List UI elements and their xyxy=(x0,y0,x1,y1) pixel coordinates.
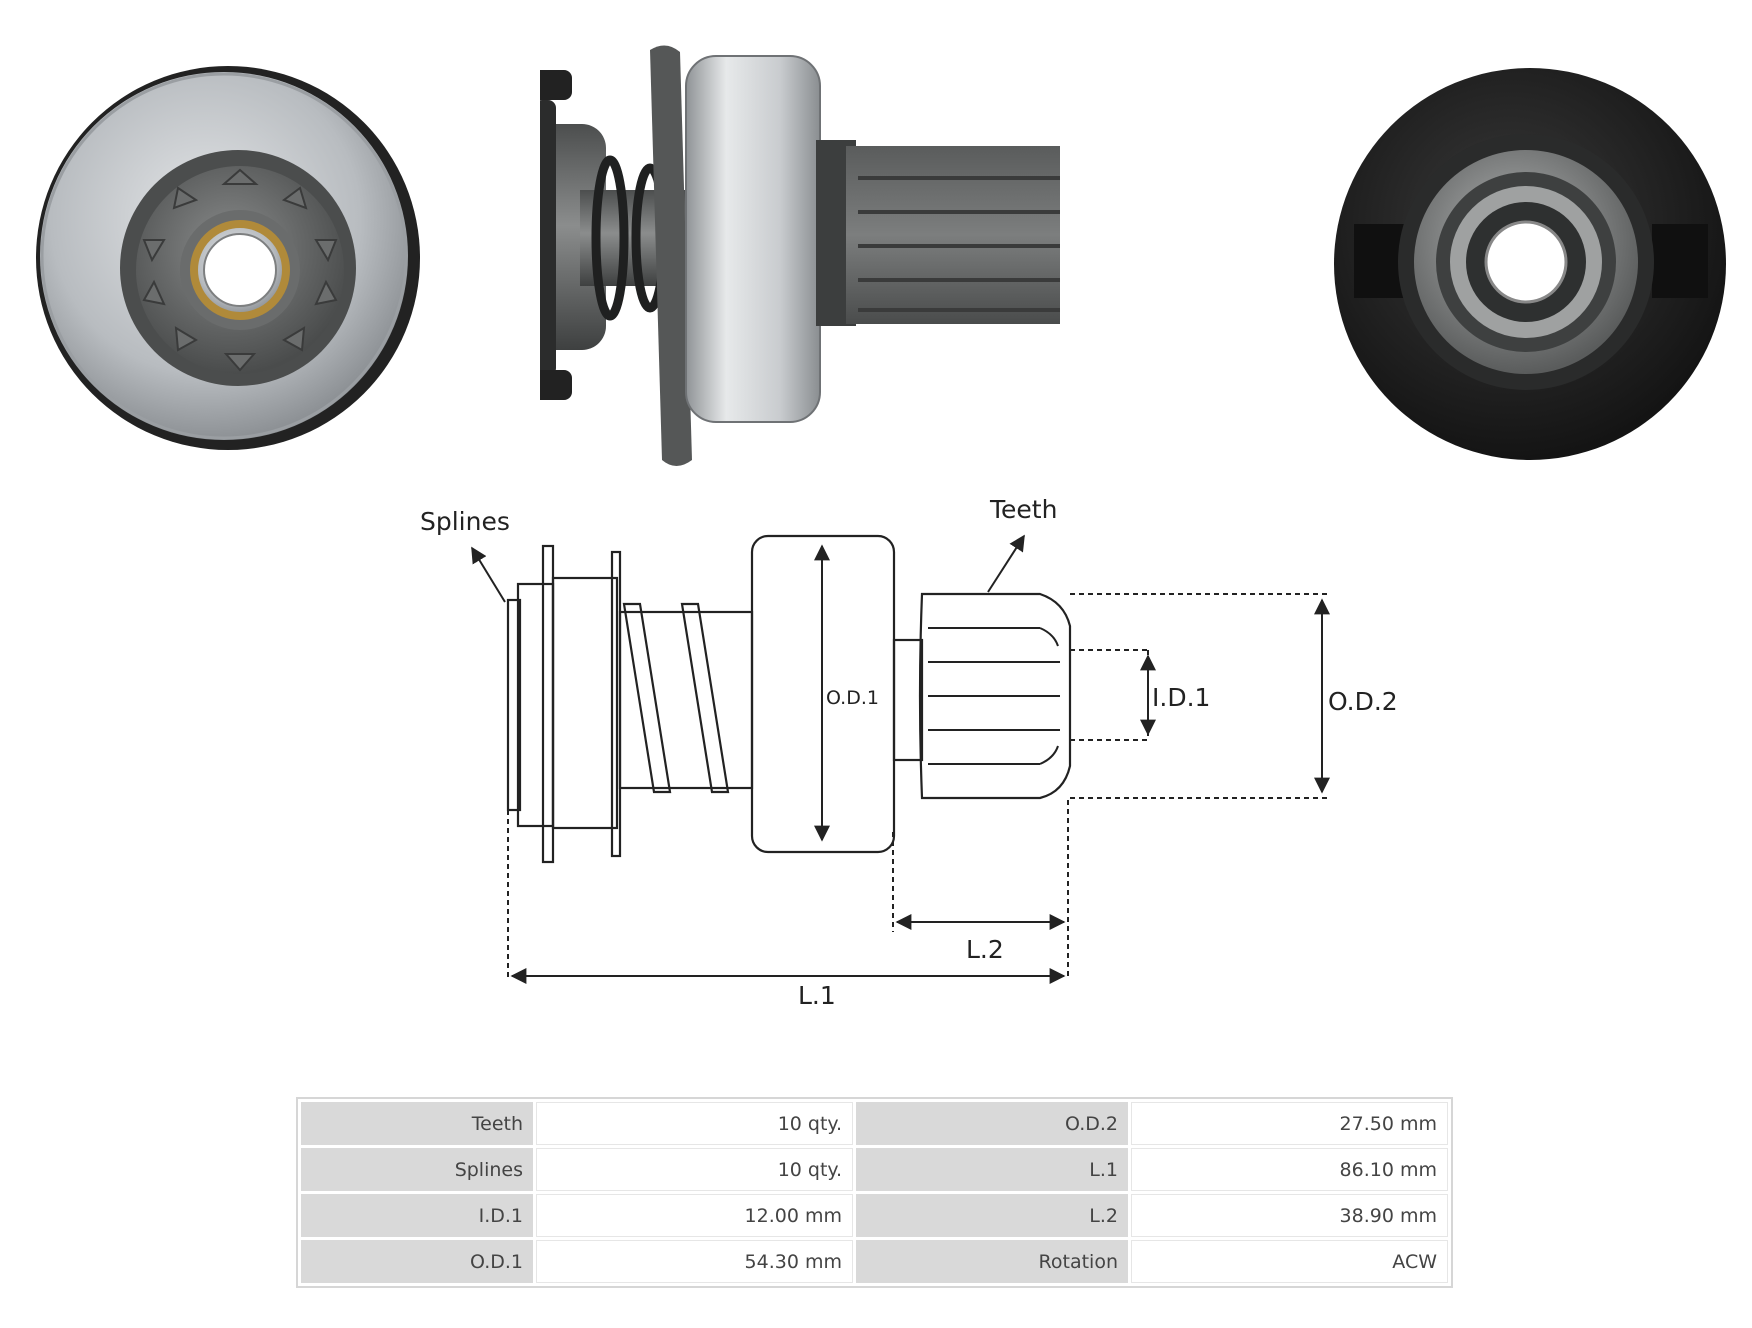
spec-key: L.2 xyxy=(856,1194,1128,1237)
spec-key: Splines xyxy=(301,1148,533,1191)
spec-value: 12.00 mm xyxy=(536,1194,853,1237)
spring-outline xyxy=(622,602,730,794)
spec-key: O.D.1 xyxy=(301,1240,533,1283)
spec-value: 10 qty. xyxy=(536,1102,853,1145)
table-row: Splines 10 qty. L.1 86.10 mm xyxy=(301,1148,1448,1191)
photo-side-view xyxy=(540,45,1060,467)
spec-value: ACW xyxy=(1131,1240,1448,1283)
label-teeth: Teeth xyxy=(989,495,1057,524)
technical-drawing: Splines Teeth O.D.1 I.D.1 O.D.2 L.2 L.1 xyxy=(420,495,1398,1010)
pinion-outline xyxy=(918,592,1072,800)
spec-key: Rotation xyxy=(856,1240,1128,1283)
spec-value: 27.50 mm xyxy=(1131,1102,1448,1145)
table-row: I.D.1 12.00 mm L.2 38.90 mm xyxy=(301,1194,1448,1237)
table-row: O.D.1 54.30 mm Rotation ACW xyxy=(301,1240,1448,1283)
photo-back-view xyxy=(1334,68,1726,460)
label-l2: L.2 xyxy=(966,935,1004,964)
gear-grooves xyxy=(858,176,1060,312)
spec-key: I.D.1 xyxy=(301,1194,533,1237)
spec-key: L.1 xyxy=(856,1148,1128,1191)
splines-leader xyxy=(471,546,506,603)
spec-table: Teeth 10 qty. O.D.2 27.50 mm Splines 10 … xyxy=(296,1097,1453,1288)
spec-value: 38.90 mm xyxy=(1131,1194,1448,1237)
spec-value: 54.30 mm xyxy=(536,1240,853,1283)
spec-value: 86.10 mm xyxy=(1131,1148,1448,1191)
table-row: Teeth 10 qty. O.D.2 27.50 mm xyxy=(301,1102,1448,1145)
collar-outline xyxy=(506,598,522,812)
label-l1: L.1 xyxy=(798,981,836,1010)
spec-key: O.D.2 xyxy=(856,1102,1128,1145)
spec-key: Teeth xyxy=(301,1102,533,1145)
label-od2: O.D.2 xyxy=(1328,687,1398,716)
pinion-teeth xyxy=(142,168,338,372)
label-splines: Splines xyxy=(420,507,510,536)
label-od1: O.D.1 xyxy=(826,687,879,709)
label-id1: I.D.1 xyxy=(1152,683,1210,712)
photo-front-view xyxy=(36,66,420,450)
flange-outline xyxy=(541,544,555,864)
teeth-leader xyxy=(987,534,1025,593)
spec-value: 10 qty. xyxy=(536,1148,853,1191)
